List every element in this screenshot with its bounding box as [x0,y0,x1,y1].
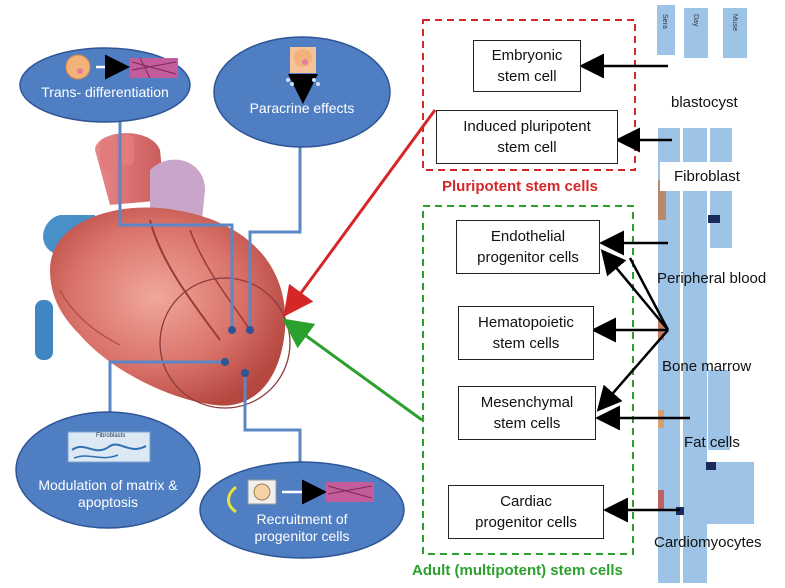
matrix-ellipse [15,411,201,529]
mesenchymal-box: Mesenchymal stem cells [458,386,596,440]
pluripotent-title: Pluripotent stem cells [442,178,598,195]
column-label-2: Muse [731,14,738,32]
heart-ventricles-icon [50,207,286,406]
recruit-curve-icon [227,485,237,514]
source-fibroblast: Fibroblast [660,162,754,191]
source-peripheral-blood: Peripheral blood [657,270,767,287]
adult-group-box [422,205,634,555]
source-cardiomyocytes: Cardiomyocytes [654,534,762,551]
matrix-label: Modulation of matrix & apoptosis [38,477,178,510]
ipsc-label: Induced pluripotent stem cell [463,118,591,156]
column-label-0: Sera [661,14,668,29]
adult-title: Adult (multipotent) stem cells [412,562,623,579]
cardiac-progenitor-label: Cardiac progenitor cells [475,493,577,531]
ipsc-box: Induced pluripotent stem cell [436,110,618,164]
recruitment-label: Recruitment of progenitor cells [254,511,350,544]
hematopoietic-label: Hematopoietic stem cells [478,314,574,352]
column-label-1: Day [692,14,699,27]
adult-arrow [282,318,423,422]
pluripotent-arrow [283,109,437,317]
mesenchymal-label: Mesenchymal stem cells [480,394,574,432]
source-blastocyst: blastocyst [671,94,738,111]
cardiac-progenitor-box: Cardiac progenitor cells [448,485,604,539]
connector-dots [221,326,254,377]
endothelial-progenitor-label: Endothelial progenitor cells [477,228,579,266]
source-image-strips [657,5,754,583]
mechanism-connectors [108,118,302,465]
transdifferentiation-label: Trans- differentiation [41,84,169,100]
embryonic-stem-cell-box: Embryonic stem cell [473,40,581,92]
heart-illustration [35,133,286,406]
endothelial-progenitor-box: Endothelial progenitor cells [456,220,600,274]
hematopoietic-box: Hematopoietic stem cells [458,306,594,360]
pluripotent-group-box [422,19,636,171]
embryonic-stem-cell-label: Embryonic stem cell [491,47,563,85]
stem-cell-icon [65,54,91,80]
fibroblast-thumb-label: Fibroblasts [96,433,126,439]
lower-vein-icon [35,300,53,360]
source-bone-marrow: Bone marrow [662,358,752,375]
paracrine-label: Paracrine effects [249,100,355,116]
secreted-factors-icon [286,78,320,86]
source-fat-cells: Fat cells [684,434,740,451]
